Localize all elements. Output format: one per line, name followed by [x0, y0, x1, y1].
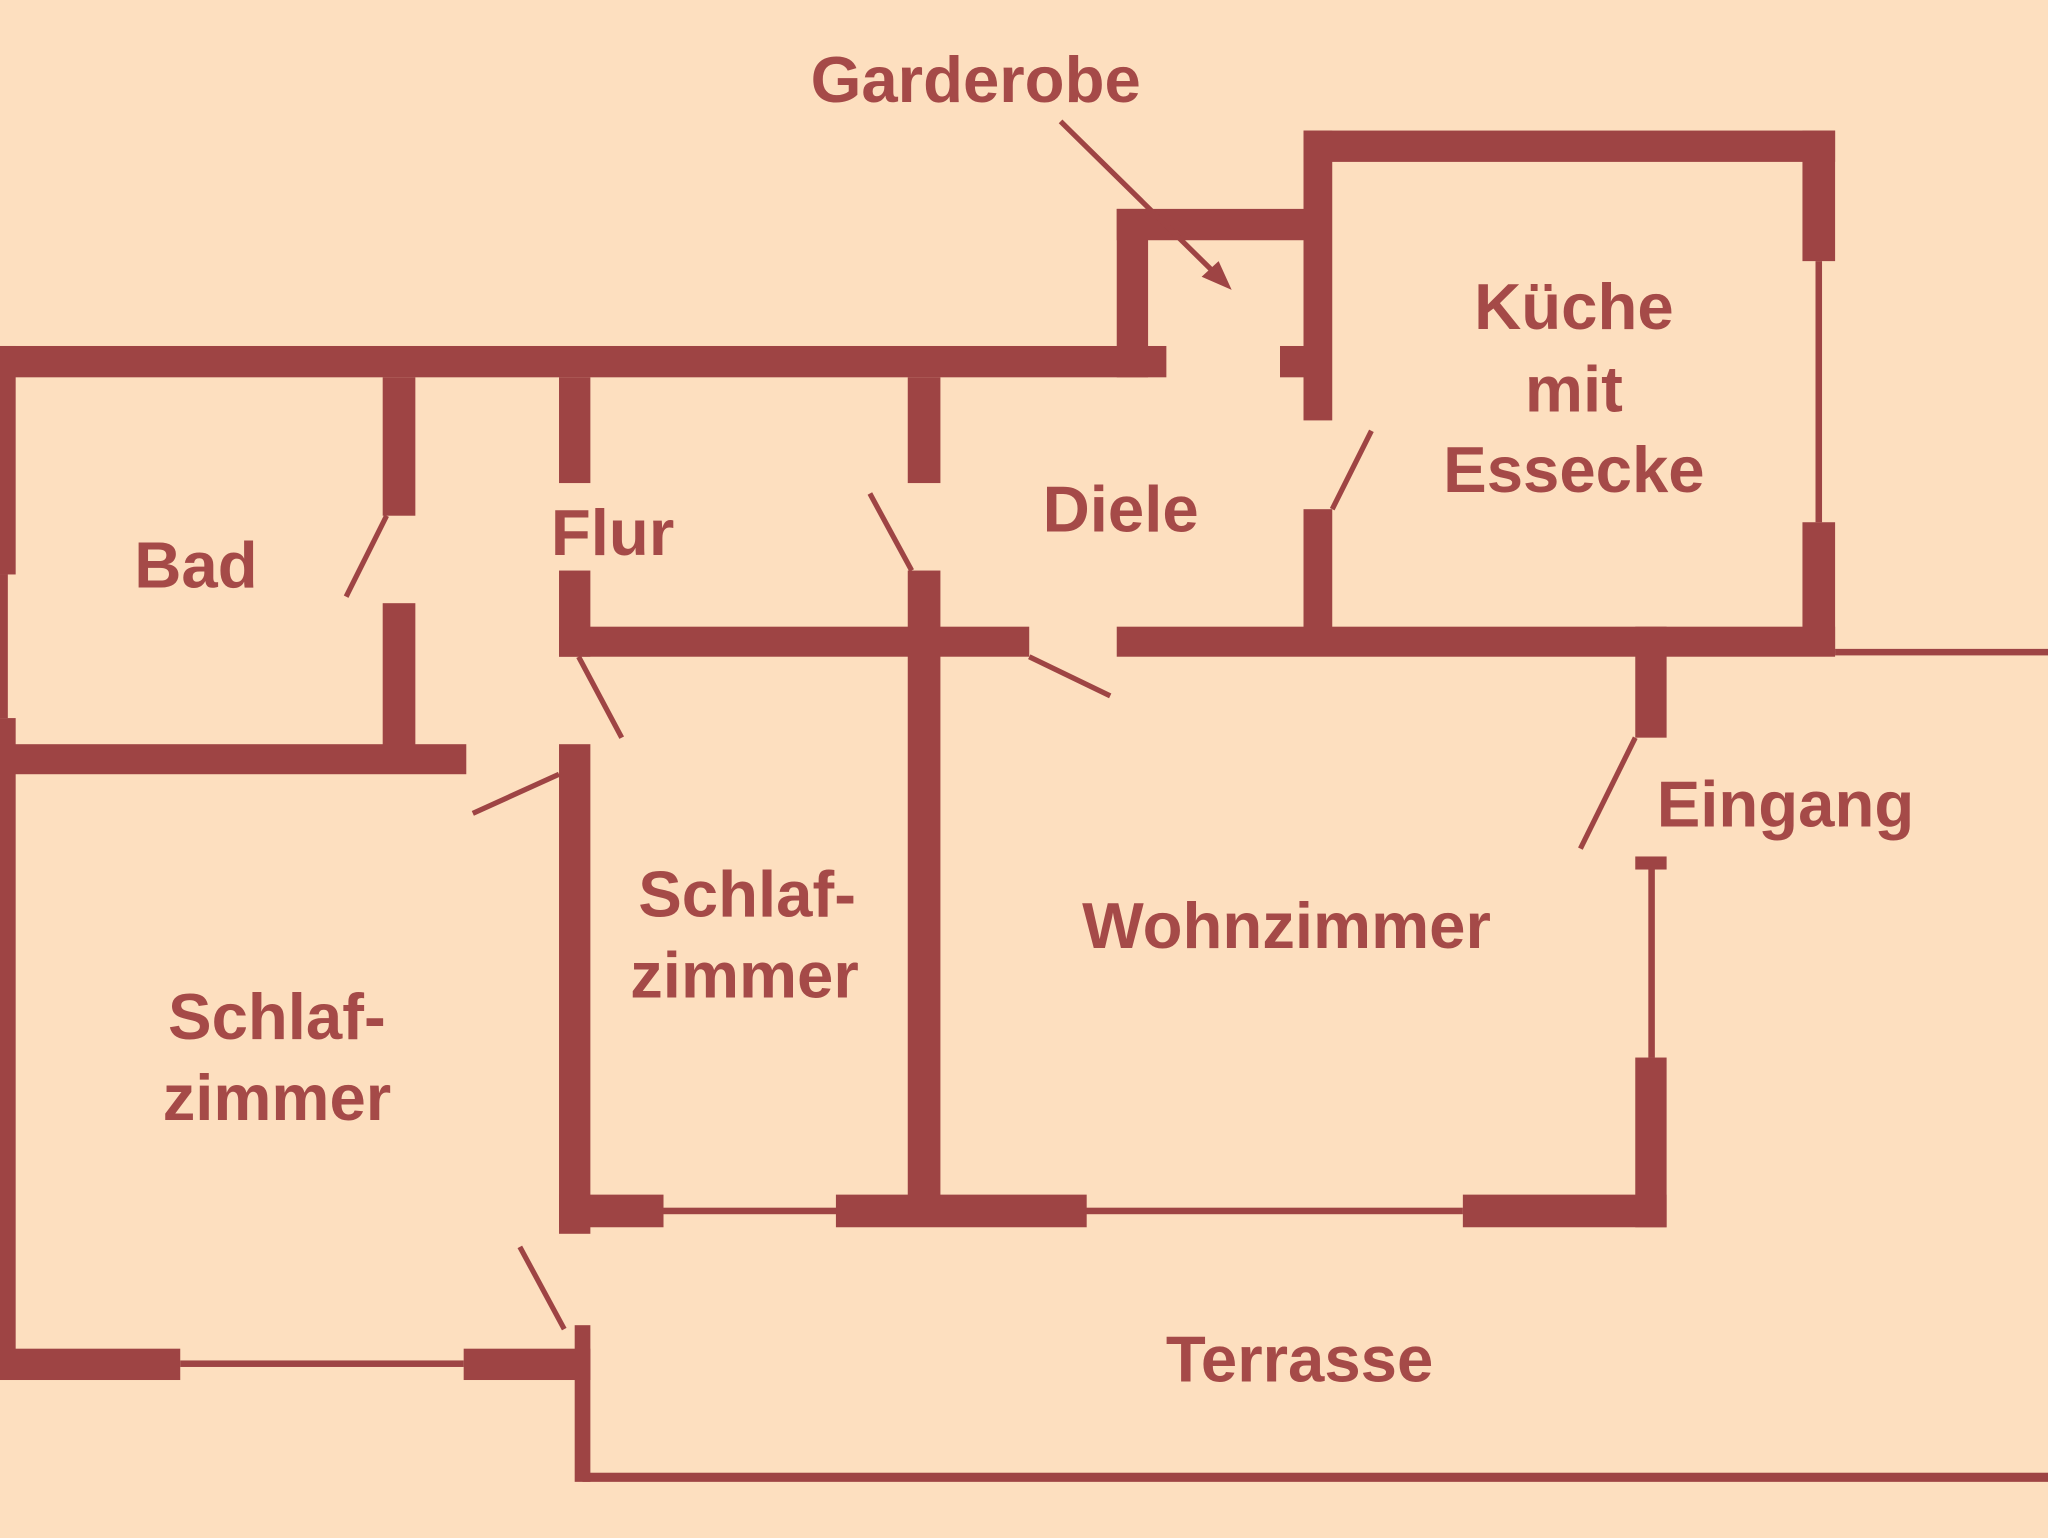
walls	[0, 130, 2048, 1482]
label-bad: Bad	[134, 529, 257, 602]
label-kueche-1: Küche	[1474, 270, 1674, 343]
label-schlafzimmer-1b: zimmer	[163, 1061, 392, 1134]
label-kueche-2: mit	[1525, 352, 1623, 425]
label-flur: Flur	[551, 496, 674, 569]
garderobe-arrow	[1058, 119, 1232, 290]
label-schlafzimmer-2b: zimmer	[630, 938, 859, 1011]
label-schlafzimmer-1a: Schlaf-	[168, 980, 386, 1053]
label-diele: Diele	[1043, 472, 1199, 545]
label-terrasse: Terrasse	[1166, 1322, 1433, 1395]
label-garderobe: Garderobe	[811, 43, 1141, 116]
label-schlafzimmer-2a: Schlaf-	[638, 858, 856, 931]
label-eingang: Eingang	[1657, 767, 1915, 840]
room-labels: Garderobe Küche mit Essecke Bad Flur Die…	[134, 43, 1914, 1395]
label-kueche-3: Essecke	[1443, 433, 1704, 506]
label-wohnzimmer: Wohnzimmer	[1082, 889, 1491, 962]
door-swings	[343, 429, 1638, 1331]
